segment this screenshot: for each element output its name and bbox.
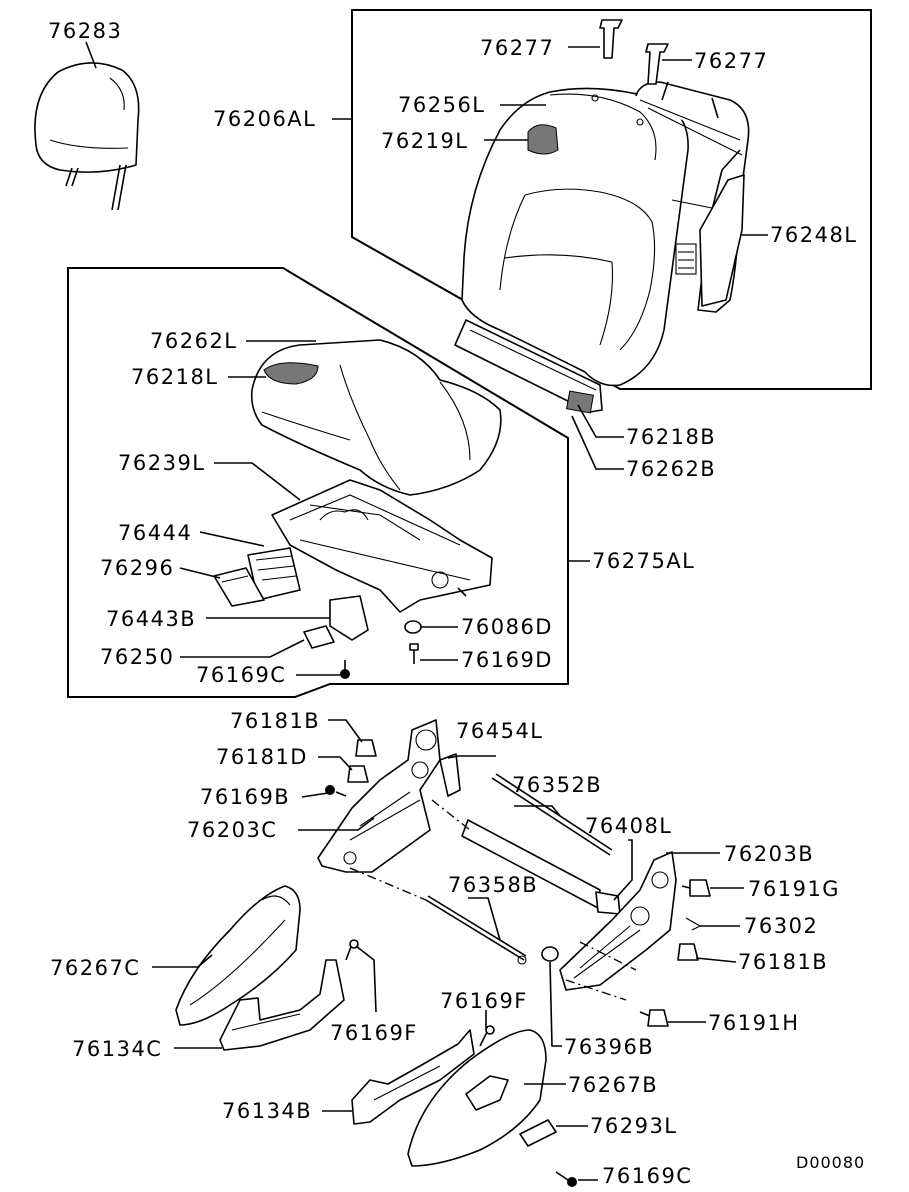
seat-back-frame — [635, 81, 750, 313]
spring-76302 — [685, 917, 702, 931]
bracket-76134C — [219, 959, 345, 1051]
label-76181B-right: 76181B — [738, 950, 828, 974]
heater-pad-cushion — [263, 362, 319, 385]
screw-76169C-bottom — [555, 1171, 577, 1187]
rod-76358B — [425, 895, 527, 965]
label-76191H: 76191H — [708, 1011, 800, 1035]
label-76296: 76296 — [100, 556, 174, 580]
screw-76169B — [325, 785, 347, 797]
label-76169C-bottom: 76169C — [602, 1164, 692, 1187]
bolt-76181B-top — [355, 739, 377, 757]
label-76443B: 76443B — [106, 607, 196, 631]
seat-bracket-76443B — [329, 595, 369, 641]
clip-76086D — [404, 620, 422, 634]
label-76218L: 76218L — [131, 365, 219, 389]
label-76191G: 76191G — [748, 877, 840, 901]
bolt-76191G — [681, 879, 711, 897]
label-76203C: 76203C — [187, 818, 277, 842]
bracket-76134B — [351, 1029, 475, 1125]
diagram-code: D00080 — [796, 1153, 865, 1172]
label-76293L: 76293L — [590, 1114, 678, 1138]
label-76267B: 76267B — [568, 1073, 658, 1097]
headrest — [34, 62, 140, 211]
seat-back-cover — [461, 87, 689, 387]
label-76352B: 76352B — [512, 773, 602, 797]
handle-76293L — [519, 1119, 557, 1147]
label-76134B: 76134B — [222, 1099, 312, 1123]
seat-cushion-group-box — [67, 267, 569, 698]
tube-76408L — [461, 819, 621, 915]
label-76218B: 76218B — [626, 425, 716, 449]
label-76181B-top: 76181B — [230, 709, 320, 733]
washer-76396B — [541, 946, 559, 962]
leader-lines — [85, 41, 768, 1181]
label-76302: 76302 — [744, 914, 818, 938]
label-76181D: 76181D — [216, 745, 308, 769]
bolt-76181B-right — [677, 943, 699, 961]
label-76250: 76250 — [100, 645, 174, 669]
recliner-left — [317, 719, 461, 873]
label-76358B: 76358B — [448, 873, 538, 897]
seat-cushion-frame — [271, 479, 493, 613]
label-76277-a: 76277 — [480, 36, 554, 60]
cover-76250 — [303, 625, 335, 649]
screw-76169F-left — [345, 939, 359, 961]
heater-pad-back — [527, 124, 559, 155]
label-76086D: 76086D — [461, 615, 553, 639]
label-76219L: 76219L — [381, 129, 469, 153]
seat-back-lower-trim — [454, 319, 603, 414]
label-76444: 76444 — [118, 521, 192, 545]
label-76239L: 76239L — [118, 451, 206, 475]
label-76203B: 76203B — [724, 842, 814, 866]
seat-cushion-cover — [250, 339, 502, 496]
screw-76169C-top — [340, 660, 350, 679]
bolt-76191H — [639, 1009, 669, 1027]
side-shield-76267C — [175, 885, 301, 1026]
label-76262L: 76262L — [150, 329, 238, 353]
label-76248L: 76248L — [770, 223, 858, 247]
side-shield-76267B — [407, 1029, 547, 1167]
recliner-right — [559, 851, 677, 991]
label-76408L: 76408L — [585, 814, 673, 838]
label-76396B: 76396B — [564, 1035, 654, 1059]
label-76169D: 76169D — [461, 648, 553, 672]
label-76169F-b: 76169F — [330, 1021, 418, 1045]
label-76169C-top: 76169C — [196, 663, 286, 687]
label-76454L: 76454L — [456, 719, 544, 743]
seat-heater-unit — [213, 547, 301, 607]
screw-76169F-right — [479, 1025, 495, 1047]
label-76267C: 76267C — [50, 956, 140, 980]
label-76283: 76283 — [48, 19, 122, 43]
label-76134C: 76134C — [72, 1037, 162, 1061]
headrest-guide-left — [599, 19, 623, 59]
bolt-76181D — [347, 765, 369, 783]
screw-76169D — [409, 643, 419, 664]
label-76169B: 76169B — [200, 785, 290, 809]
label-76169F-a: 76169F — [440, 989, 528, 1013]
label-76262B: 76262B — [626, 457, 716, 481]
label-76277-b: 76277 — [694, 49, 768, 73]
label-76256L: 76256L — [398, 93, 486, 117]
torsion-rod-76352B — [491, 773, 613, 856]
seat-back-group-box — [351, 9, 872, 390]
label-76206AL: 76206AL — [213, 107, 316, 131]
label-76275AL: 76275AL — [592, 549, 695, 573]
headrest-guide-right — [645, 43, 669, 85]
